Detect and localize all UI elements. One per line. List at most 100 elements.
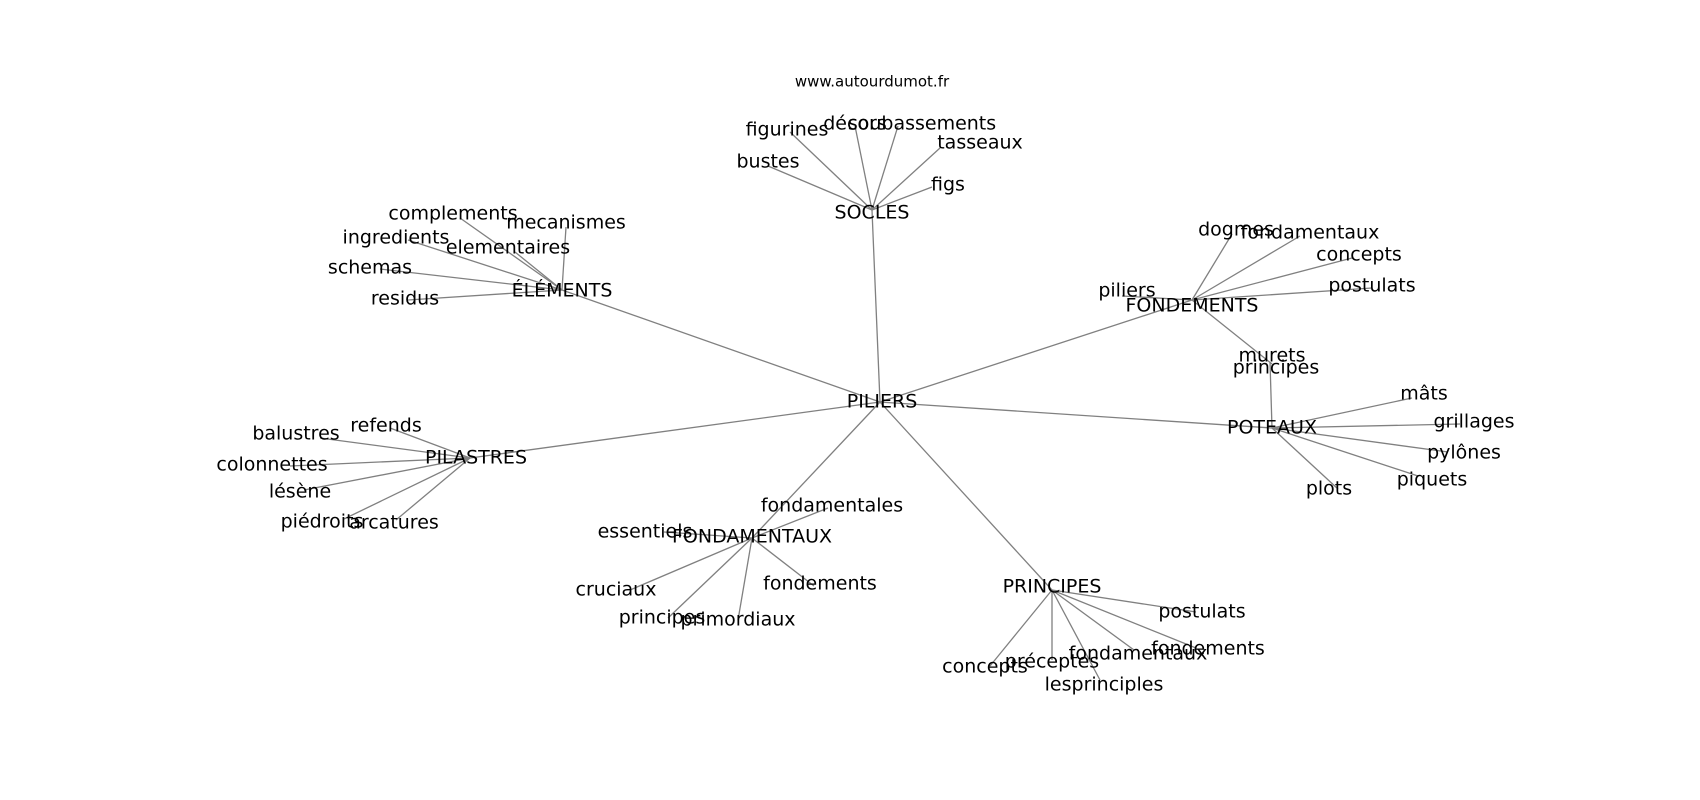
- edge-socles-figurines: [789, 131, 873, 211]
- edge-principes-fondements: [1051, 589, 1197, 649]
- edge-fondements-principes: [1191, 299, 1273, 365]
- node-leaf-elements-residus: residus: [371, 288, 439, 310]
- node-leaf-socles-figurines: figurines: [746, 119, 829, 141]
- edge-socles-tasseaux: [871, 147, 941, 211]
- edge-center-fondamentaux: [751, 401, 881, 539]
- edge-fondamentaux-cruciaux: [629, 537, 753, 591]
- edge-principes-fondamentaux: [1051, 589, 1135, 651]
- node-leaf-fondements-postulats: postulats: [1328, 275, 1415, 297]
- edge-poteaux-piquets: [1271, 427, 1419, 477]
- node-hub-socles: SOCLES: [835, 202, 910, 224]
- edge-poteaux-pylones: [1271, 427, 1449, 453]
- node-leaf-socles-figs: figs: [931, 174, 965, 196]
- node-leaf-fondements-fondamentaux: fondamentaux: [1241, 222, 1380, 244]
- node-leaf-elements-schemas: schemas: [328, 257, 412, 279]
- node-leaf-pilastres-balustres: balustres: [252, 423, 339, 445]
- node-leaf-pilastres-arcatures: arcatures: [349, 512, 439, 534]
- edge-elements-mecanismes: [561, 226, 567, 291]
- site-url: www.autourdumot.fr: [795, 73, 950, 91]
- edge-poteaux-mats: [1271, 397, 1413, 429]
- edge-elements-residus: [407, 289, 563, 301]
- node-leaf-poteaux-mats: mâts: [1400, 383, 1448, 405]
- edge-principes-postulats: [1051, 589, 1197, 613]
- node-hub-elements: ÉLÉMENTS: [512, 279, 613, 302]
- node-leaf-fondamentaux-fondamentales: fondamentales: [761, 495, 903, 517]
- edge-principes-lesprinciples: [1051, 589, 1101, 681]
- node-leaf-principes-concepts: concepts: [942, 656, 1028, 678]
- edge-pilastres-colonnettes: [289, 457, 471, 467]
- node-leaf-fondamentaux-cruciaux: cruciaux: [576, 579, 657, 601]
- node-leaf-fondements-piliers: piliers: [1098, 280, 1155, 302]
- edge-fondamentaux-principes: [667, 537, 753, 619]
- node-leaf-socles-decors: décors: [823, 113, 887, 135]
- node-leaf-pilastres-colonnettes: colonnettes: [216, 454, 327, 476]
- edge-poteaux-murets: [1269, 361, 1273, 429]
- edge-center-poteaux: [879, 401, 1273, 429]
- edge-socles-soubassements: [871, 125, 899, 211]
- node-hub-poteaux: POTEAUX: [1227, 417, 1317, 439]
- node-leaf-principes-fondements: fondements: [1151, 638, 1265, 660]
- node-leaf-elements-complements: complements: [388, 203, 517, 225]
- edge-elements-elementaires: [514, 251, 563, 291]
- node-leaf-elements-mecanismes: mecanismes: [506, 212, 626, 234]
- edge-fondamentaux-fondements: [751, 537, 815, 587]
- node-leaf-principes-fondamentaux: fondamentaux: [1069, 643, 1208, 665]
- node-leaf-fondamentaux-principes: principes: [619, 607, 706, 629]
- edge-center-elements: [561, 289, 881, 403]
- edge-pilastres-lesene: [303, 457, 471, 491]
- node-leaf-poteaux-grillages: grillages: [1433, 411, 1514, 433]
- edge-poteaux-plots: [1271, 427, 1339, 490]
- edge-principes-concepts: [989, 589, 1053, 667]
- node-leaf-fondamentaux-primordiaux: primordiaux: [680, 609, 795, 631]
- edge-fondamentaux-primordiaux: [737, 537, 753, 621]
- edge-fondamentaux-fondamentales: [751, 507, 829, 539]
- edge-fondements-fondamentaux: [1191, 235, 1301, 301]
- node-leaf-socles-soubassements: soubassements: [848, 113, 996, 135]
- edge-fondements-dogmes: [1191, 233, 1233, 301]
- edge-fondamentaux-essentiels: [663, 531, 753, 539]
- edge-center-pilastres: [469, 401, 881, 459]
- node-leaf-pilastres-lesene: lésène: [269, 481, 331, 503]
- edge-socles-figs: [871, 186, 933, 211]
- edge-center-fondements: [879, 299, 1193, 403]
- node-leaf-fondements-concepts: concepts: [1316, 244, 1402, 266]
- node-leaf-socles-tasseaux: tasseaux: [937, 132, 1023, 154]
- edge-fondements-concepts: [1191, 257, 1353, 301]
- node-leaf-poteaux-plots: plots: [1306, 478, 1352, 500]
- edge-center-socles: [871, 209, 881, 403]
- edge-poteaux-grillages: [1271, 423, 1461, 429]
- node-leaf-elements-elementaires: elementaires: [446, 237, 570, 259]
- node-leaf-elements-ingredients: ingredients: [343, 227, 450, 249]
- edge-fondements-postulats: [1191, 287, 1373, 301]
- edge-center-principes: [879, 401, 1053, 591]
- edge-pilastres-balustres: [319, 437, 471, 459]
- edge-pilastres-refends: [389, 427, 471, 459]
- node-leaf-principes-lesprinciples: lesprinciples: [1045, 674, 1164, 696]
- node-hub-fondamentaux: FONDAMENTAUX: [672, 526, 832, 548]
- node-leaf-fondements-dogmes: dogmes: [1198, 219, 1274, 241]
- node-leaf-poteaux-pylones: pylônes: [1427, 442, 1501, 464]
- node-leaf-pilastres-piedroits: piédroits: [281, 511, 364, 533]
- node-hub-fondements: FONDEMENTS: [1125, 295, 1258, 317]
- node-leaf-fondamentaux-fondements: fondements: [763, 573, 877, 595]
- node-hub-pilastres: PILASTRES: [425, 447, 527, 469]
- node-center-piliers: PILIERS: [847, 391, 918, 413]
- node-leaf-principes-postulats: postulats: [1158, 601, 1245, 623]
- node-leaf-poteaux-piquets: piquets: [1397, 469, 1467, 491]
- node-leaf-fondamentaux-essentiels: essentiels: [598, 521, 693, 543]
- edge-fondements-piliers: [1121, 295, 1193, 301]
- edge-socles-decors: [854, 125, 873, 211]
- edge-pilastres-arcatures: [395, 457, 471, 521]
- graph-edges: [289, 125, 1461, 681]
- edge-socles-bustes: [767, 165, 873, 211]
- node-leaf-socles-bustes: bustes: [736, 151, 799, 173]
- node-leaf-fondements-principes: principes: [1233, 357, 1320, 379]
- edge-elements-complements: [459, 217, 563, 291]
- node-leaf-pilastres-refends: refends: [350, 415, 421, 437]
- edge-pilastres-piedroits: [343, 457, 471, 520]
- edge-elements-ingredients: [407, 239, 563, 291]
- node-leaf-poteaux-murets: murets: [1239, 345, 1306, 367]
- node-hub-principes: PRINCIPES: [1003, 576, 1102, 598]
- edge-elements-schemas: [379, 268, 563, 291]
